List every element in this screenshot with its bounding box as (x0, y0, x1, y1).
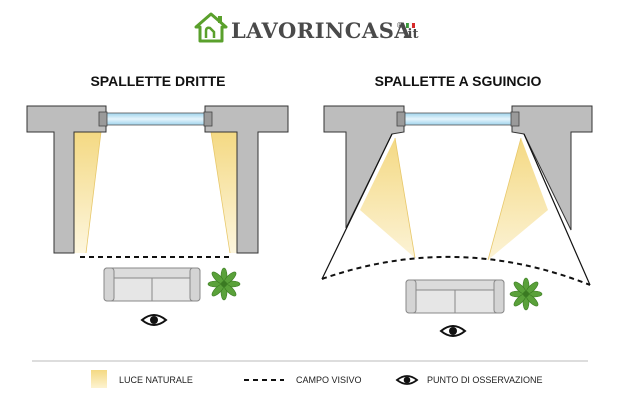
panel-straight-jambs (26, 105, 289, 326)
window-frame-splayed-right (510, 111, 520, 127)
legend: LUCE NATURALE CAMPO VISIVO PUNTO DI OSSE… (91, 370, 543, 388)
window-glass (103, 112, 208, 126)
plant-icon-splayed (509, 277, 543, 311)
view-ray-left (321, 133, 393, 280)
panel-title-straight: SPALLETTE DRITTE (90, 73, 225, 89)
light-beam-left (74, 132, 101, 253)
window-frame-splayed-left (396, 111, 406, 127)
light-swatch-icon (91, 370, 107, 388)
sofa-icon (103, 267, 201, 302)
italian-flag-icon (406, 22, 415, 29)
legend-label-view: CAMPO VISIVO (296, 375, 362, 385)
window-frame-right (203, 111, 213, 127)
view-ray-right (523, 133, 591, 286)
panel-title-splayed: SPALLETTE A SGUINCIO (375, 73, 542, 89)
light-cone-left (360, 138, 415, 258)
field-of-view-arc (321, 255, 591, 286)
logo-suffix: .it (403, 27, 418, 42)
plant-icon (207, 267, 241, 301)
logo-wordmark: LAVORINCASA (231, 18, 411, 43)
light-cone-right (488, 138, 548, 260)
window-frame-left (98, 111, 108, 127)
light-beam-right (211, 132, 237, 253)
legend-eye-icon (395, 375, 419, 385)
panel-splayed-jambs (321, 105, 593, 337)
legend-label-light: LUCE NATURALE (119, 375, 193, 385)
house-logo-icon (194, 12, 228, 43)
sofa-icon-splayed (405, 279, 505, 314)
eye-icon-splayed (439, 325, 467, 337)
wall-splayed-right (511, 105, 593, 231)
registered-mark: ® (396, 21, 404, 30)
eye-icon (140, 314, 168, 326)
wall-right (204, 105, 289, 254)
window-glass-splayed (401, 112, 515, 126)
logo: LAVORINCASA ® .it (194, 12, 418, 43)
legend-label-observer: PUNTO DI OSSERVAZIONE (427, 375, 543, 385)
